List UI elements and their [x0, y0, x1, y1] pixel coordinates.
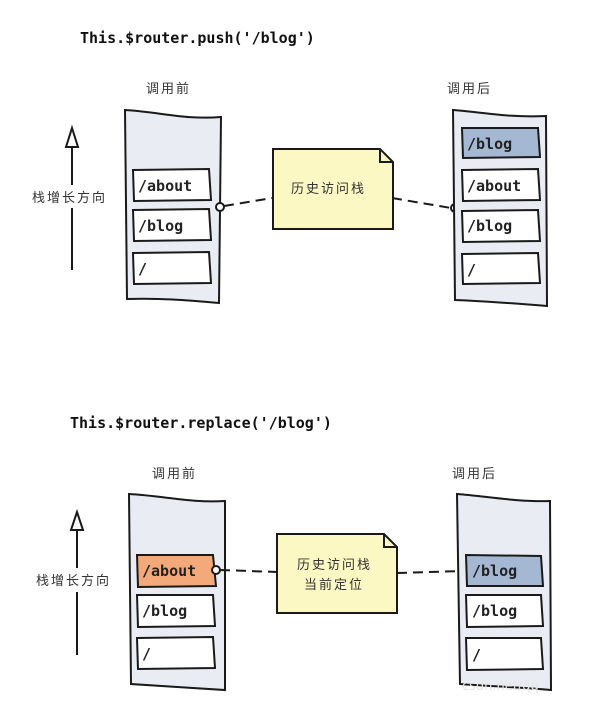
stack-item-position: /about — [135, 554, 218, 589]
stack-item: /about — [460, 167, 542, 203]
connector-line — [391, 197, 452, 209]
replace-title: This.$router.replace('/blog') — [70, 414, 332, 432]
arrow-up-icon — [69, 508, 85, 531]
stack-item: /blog — [131, 207, 213, 243]
push-title: This.$router.push('/blog') — [80, 29, 315, 47]
before-label: 调用前 — [152, 466, 197, 482]
after-label: 调用后 — [452, 467, 497, 482]
note-text-line1: 历史访问栈 — [297, 558, 372, 573]
push-diagram: This.$router.push('/blog') 栈增长方向 调用前 /ab… — [32, 29, 549, 308]
stack-item-label: /blog — [467, 135, 512, 153]
stack-growth-arrow — [64, 124, 80, 270]
arrow-up-icon — [64, 124, 80, 148]
stack-item: / — [135, 635, 217, 671]
stack-item-current: /blog — [460, 127, 542, 160]
stack-item-label: /blog — [142, 602, 187, 620]
stack-item-label: /blog — [467, 217, 512, 235]
before-label: 调用前 — [146, 81, 191, 97]
stack-item-current: /blog — [464, 553, 545, 587]
stack-item-label: /about — [467, 177, 521, 195]
growth-label: 栈增长方向 — [32, 190, 107, 206]
stack-item-label: / — [472, 646, 481, 664]
stack-item-label: / — [138, 260, 147, 278]
stack-item-label: /blog — [472, 562, 517, 580]
connector-line — [219, 569, 278, 573]
stack-item-label: / — [467, 261, 476, 279]
history-stack-position-note: 历史访问栈 当前定位 — [276, 533, 398, 614]
stack-item-label: / — [142, 645, 151, 663]
stack-item-label: /about — [138, 177, 192, 195]
stack-item-label: /blog — [138, 217, 183, 235]
note-text: 历史访问栈 — [291, 182, 366, 197]
stack-item-label: /about — [142, 562, 196, 580]
connector-line — [223, 197, 273, 207]
stack-item: / — [464, 637, 545, 672]
watermark: csdn.net/qq — [462, 679, 539, 694]
replace-diagram: This.$router.replace('/blog') 栈增长方向 调用前 … — [36, 414, 553, 694]
stack-item-label: /blog — [472, 602, 517, 620]
stack-item: / — [131, 250, 213, 286]
note-fold-icon — [379, 149, 393, 163]
stack-item: /blog — [135, 594, 217, 629]
connector-dot — [211, 565, 221, 575]
stack-item: / — [460, 251, 542, 286]
note-text-line2: 当前定位 — [304, 577, 364, 593]
after-label: 调用后 — [447, 82, 492, 97]
connector-dot — [215, 202, 225, 212]
note-fold-icon — [383, 534, 397, 548]
growth-label: 栈增长方向 — [36, 573, 111, 589]
stack-item: /blog — [464, 594, 545, 629]
connector-line — [396, 570, 464, 574]
history-stack-note: 历史访问栈 — [272, 148, 394, 230]
stack-growth-arrow — [69, 508, 85, 655]
stack-item: /blog — [460, 208, 542, 244]
stack-item: /about — [131, 167, 213, 203]
